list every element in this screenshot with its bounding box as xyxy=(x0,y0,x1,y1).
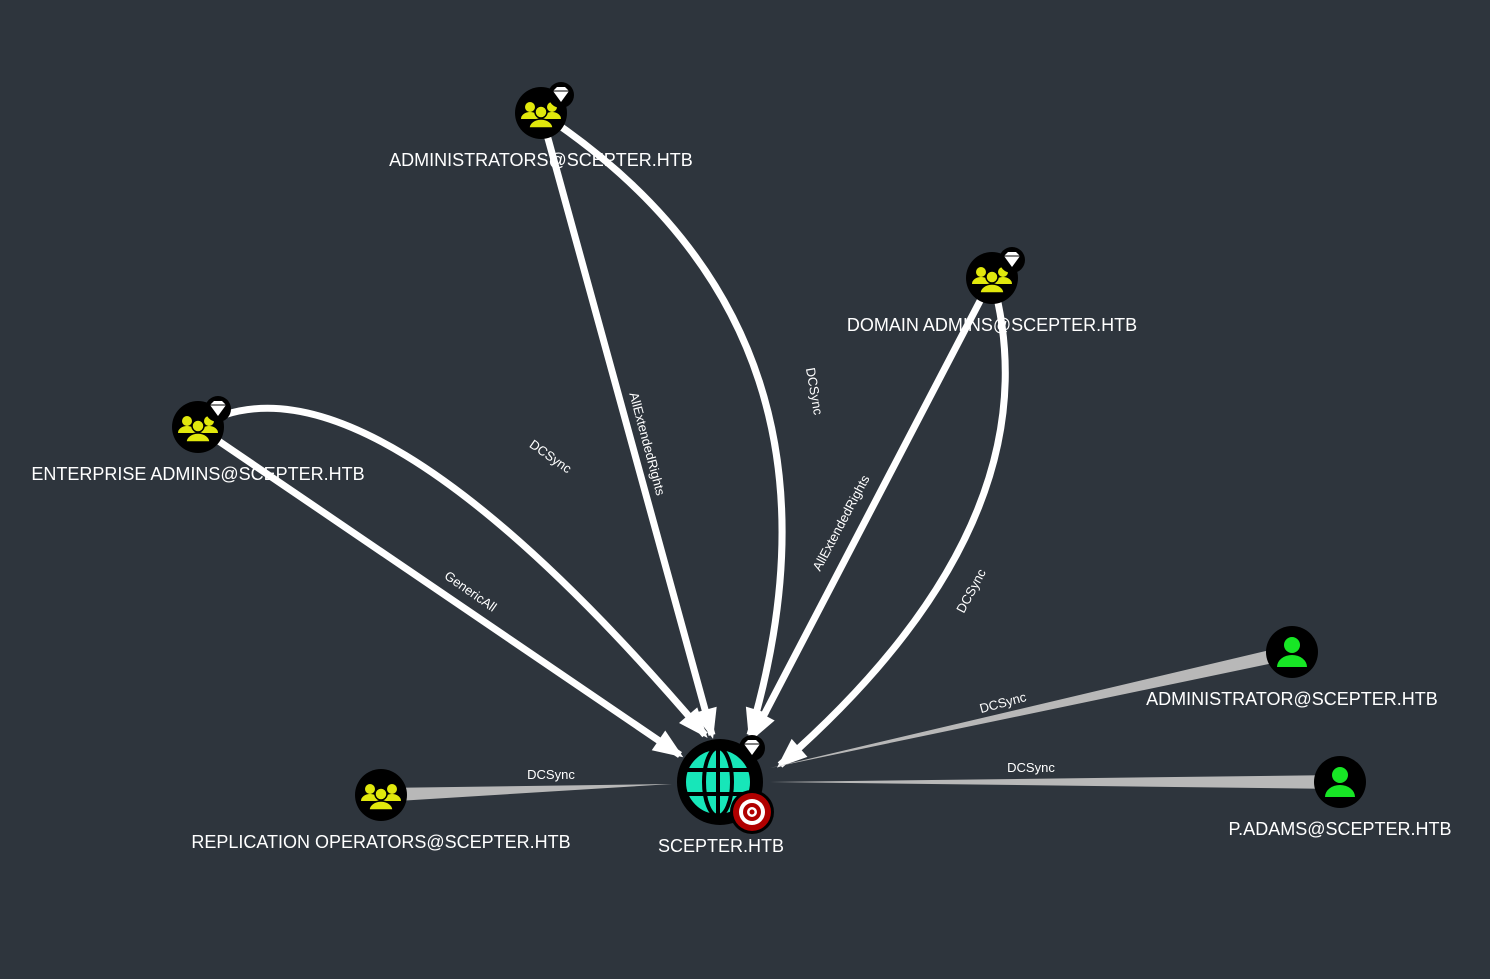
group-icon xyxy=(972,267,1012,294)
node-admins[interactable]: ADMINISTRATORS@SCEPTER.HTB xyxy=(389,82,693,170)
edge-label: DCSync xyxy=(803,366,826,416)
node-administrator[interactable]: ADMINISTRATOR@SCEPTER.HTB xyxy=(1146,626,1438,709)
edge-line[interactable] xyxy=(770,645,1294,768)
edge-line[interactable] xyxy=(539,110,786,736)
node-label: DOMAIN ADMINS@SCEPTER.HTB xyxy=(847,315,1137,335)
group-icon xyxy=(178,416,218,443)
arrowhead xyxy=(651,730,684,758)
edge-line[interactable] xyxy=(748,276,996,740)
arrowhead xyxy=(776,738,808,768)
arrowhead xyxy=(693,706,717,739)
node-label: P.ADAMS@SCEPTER.HTB xyxy=(1229,819,1452,839)
edge-label: DCSync xyxy=(527,436,575,476)
high-value-diamond-icon xyxy=(205,396,231,422)
edge-line[interactable] xyxy=(770,775,1340,789)
edge-line[interactable] xyxy=(777,277,1009,768)
edge-line[interactable] xyxy=(380,784,672,802)
user-icon xyxy=(1325,767,1355,797)
edge-padams-dcsync[interactable]: DCSync xyxy=(770,760,1340,789)
edge-line[interactable] xyxy=(196,424,682,758)
node-domain[interactable]: SCEPTER.HTB xyxy=(658,735,784,856)
node-label: ENTERPRISE ADMINS@SCEPTER.HTB xyxy=(31,464,364,484)
high-value-diamond-icon xyxy=(548,82,574,108)
arrowhead xyxy=(679,707,708,739)
node-label: REPLICATION OPERATORS@SCEPTER.HTB xyxy=(191,832,570,852)
edge-line[interactable] xyxy=(537,112,716,736)
node-replops[interactable]: REPLICATION OPERATORS@SCEPTER.HTB xyxy=(191,769,571,852)
edge-da-dcsync[interactable]: DCSync xyxy=(776,277,1009,768)
high-value-diamond-icon xyxy=(739,735,765,761)
node-label: ADMINISTRATORS@SCEPTER.HTB xyxy=(389,150,693,170)
arrowhead xyxy=(750,709,775,742)
node-ea[interactable]: ENTERPRISE ADMINS@SCEPTER.HTB xyxy=(31,396,365,484)
edge-admins-dcsync[interactable]: DCSync xyxy=(539,110,826,739)
user-icon xyxy=(1277,637,1307,667)
node-padams[interactable]: P.ADAMS@SCEPTER.HTB xyxy=(1229,756,1452,839)
edge-label: DCSync xyxy=(953,566,989,616)
edge-replops-dcsync[interactable]: DCSync xyxy=(380,767,672,802)
high-value-diamond-icon xyxy=(999,247,1025,273)
edge-line[interactable] xyxy=(196,404,708,738)
edge-label: DCSync xyxy=(1007,760,1055,775)
edge-label: DCSync xyxy=(527,767,575,782)
edge-label: GenericAll xyxy=(442,568,500,615)
node-label: SCEPTER.HTB xyxy=(658,836,784,856)
group-icon xyxy=(361,784,401,811)
node-label: ADMINISTRATOR@SCEPTER.HTB xyxy=(1146,689,1438,709)
target-icon xyxy=(730,790,774,834)
node-da[interactable]: DOMAIN ADMINS@SCEPTER.HTB xyxy=(847,247,1137,335)
